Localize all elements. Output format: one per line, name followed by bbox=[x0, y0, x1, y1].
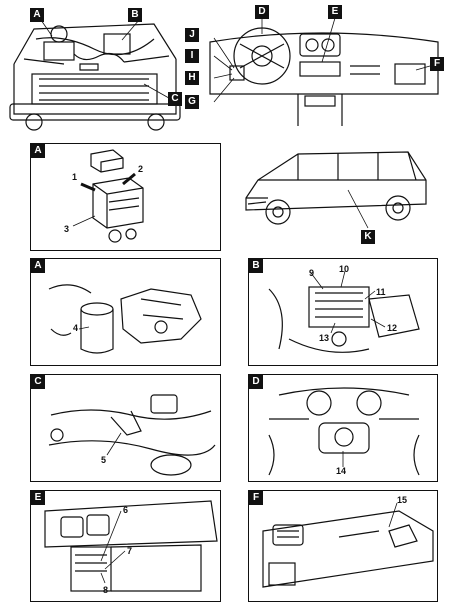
callout-11: 11 bbox=[376, 287, 386, 297]
panel-tag: A bbox=[31, 259, 45, 273]
dash-label-i: I bbox=[185, 49, 199, 63]
detail-panel-b: B 9 10 11 12 13 bbox=[248, 258, 438, 366]
dashboard-overview bbox=[209, 17, 439, 126]
panel-tag: D bbox=[249, 375, 263, 389]
dash-label-d: D bbox=[255, 5, 269, 19]
dash-label-g: G bbox=[185, 95, 199, 109]
panel-b-drawing bbox=[268, 270, 420, 353]
callout-10: 10 bbox=[339, 264, 350, 274]
panel-d-drawing bbox=[268, 387, 420, 476]
callout-8: 8 bbox=[103, 585, 109, 595]
callout-9: 9 bbox=[309, 268, 315, 278]
detail-panel-e: E 6 7 8 bbox=[30, 490, 221, 602]
callout-14: 14 bbox=[336, 466, 347, 476]
callout-3: 3 bbox=[64, 224, 70, 234]
detail-panel-c: C 5 bbox=[30, 374, 221, 482]
engine-label-a: A bbox=[30, 8, 44, 22]
engine-detail-drawing bbox=[48, 284, 202, 354]
panel-f-drawing bbox=[262, 502, 434, 588]
detail-panel-a-engine: A 4 bbox=[30, 258, 221, 366]
panel-c-drawing bbox=[48, 394, 216, 476]
callout-12: 12 bbox=[387, 323, 398, 333]
panel-tag: C bbox=[31, 375, 45, 389]
panel-tag: E bbox=[31, 491, 45, 505]
callout-5: 5 bbox=[101, 455, 107, 465]
engine-label-b: B bbox=[128, 8, 142, 22]
panel-e-drawing bbox=[44, 500, 218, 592]
callout-2: 2 bbox=[138, 164, 144, 174]
callout-1: 1 bbox=[72, 172, 78, 182]
callout-7: 7 bbox=[127, 546, 133, 556]
callout-13: 13 bbox=[319, 333, 330, 343]
callout-6: 6 bbox=[123, 505, 129, 515]
dash-label-h: H bbox=[185, 71, 199, 85]
detail-panel-f: F 15 bbox=[248, 490, 438, 602]
detail-panel-a-relay: A 1 2 3 bbox=[30, 143, 221, 251]
callout-4: 4 bbox=[73, 323, 79, 333]
dash-label-e: E bbox=[328, 5, 342, 19]
relay-drawing bbox=[72, 149, 144, 243]
vehicle-label-k: K bbox=[361, 230, 375, 244]
panel-tag: A bbox=[31, 144, 45, 158]
engine-bay-overview bbox=[9, 19, 181, 131]
vehicle-side-view bbox=[245, 151, 427, 229]
callout-15: 15 bbox=[397, 495, 408, 505]
panel-tag: B bbox=[249, 259, 263, 273]
engine-label-c: C bbox=[168, 92, 182, 106]
dash-label-f: F bbox=[430, 57, 444, 71]
panel-tag: F bbox=[249, 491, 263, 505]
detail-panel-d: D 14 bbox=[248, 374, 438, 482]
dash-label-j: J bbox=[185, 28, 199, 42]
